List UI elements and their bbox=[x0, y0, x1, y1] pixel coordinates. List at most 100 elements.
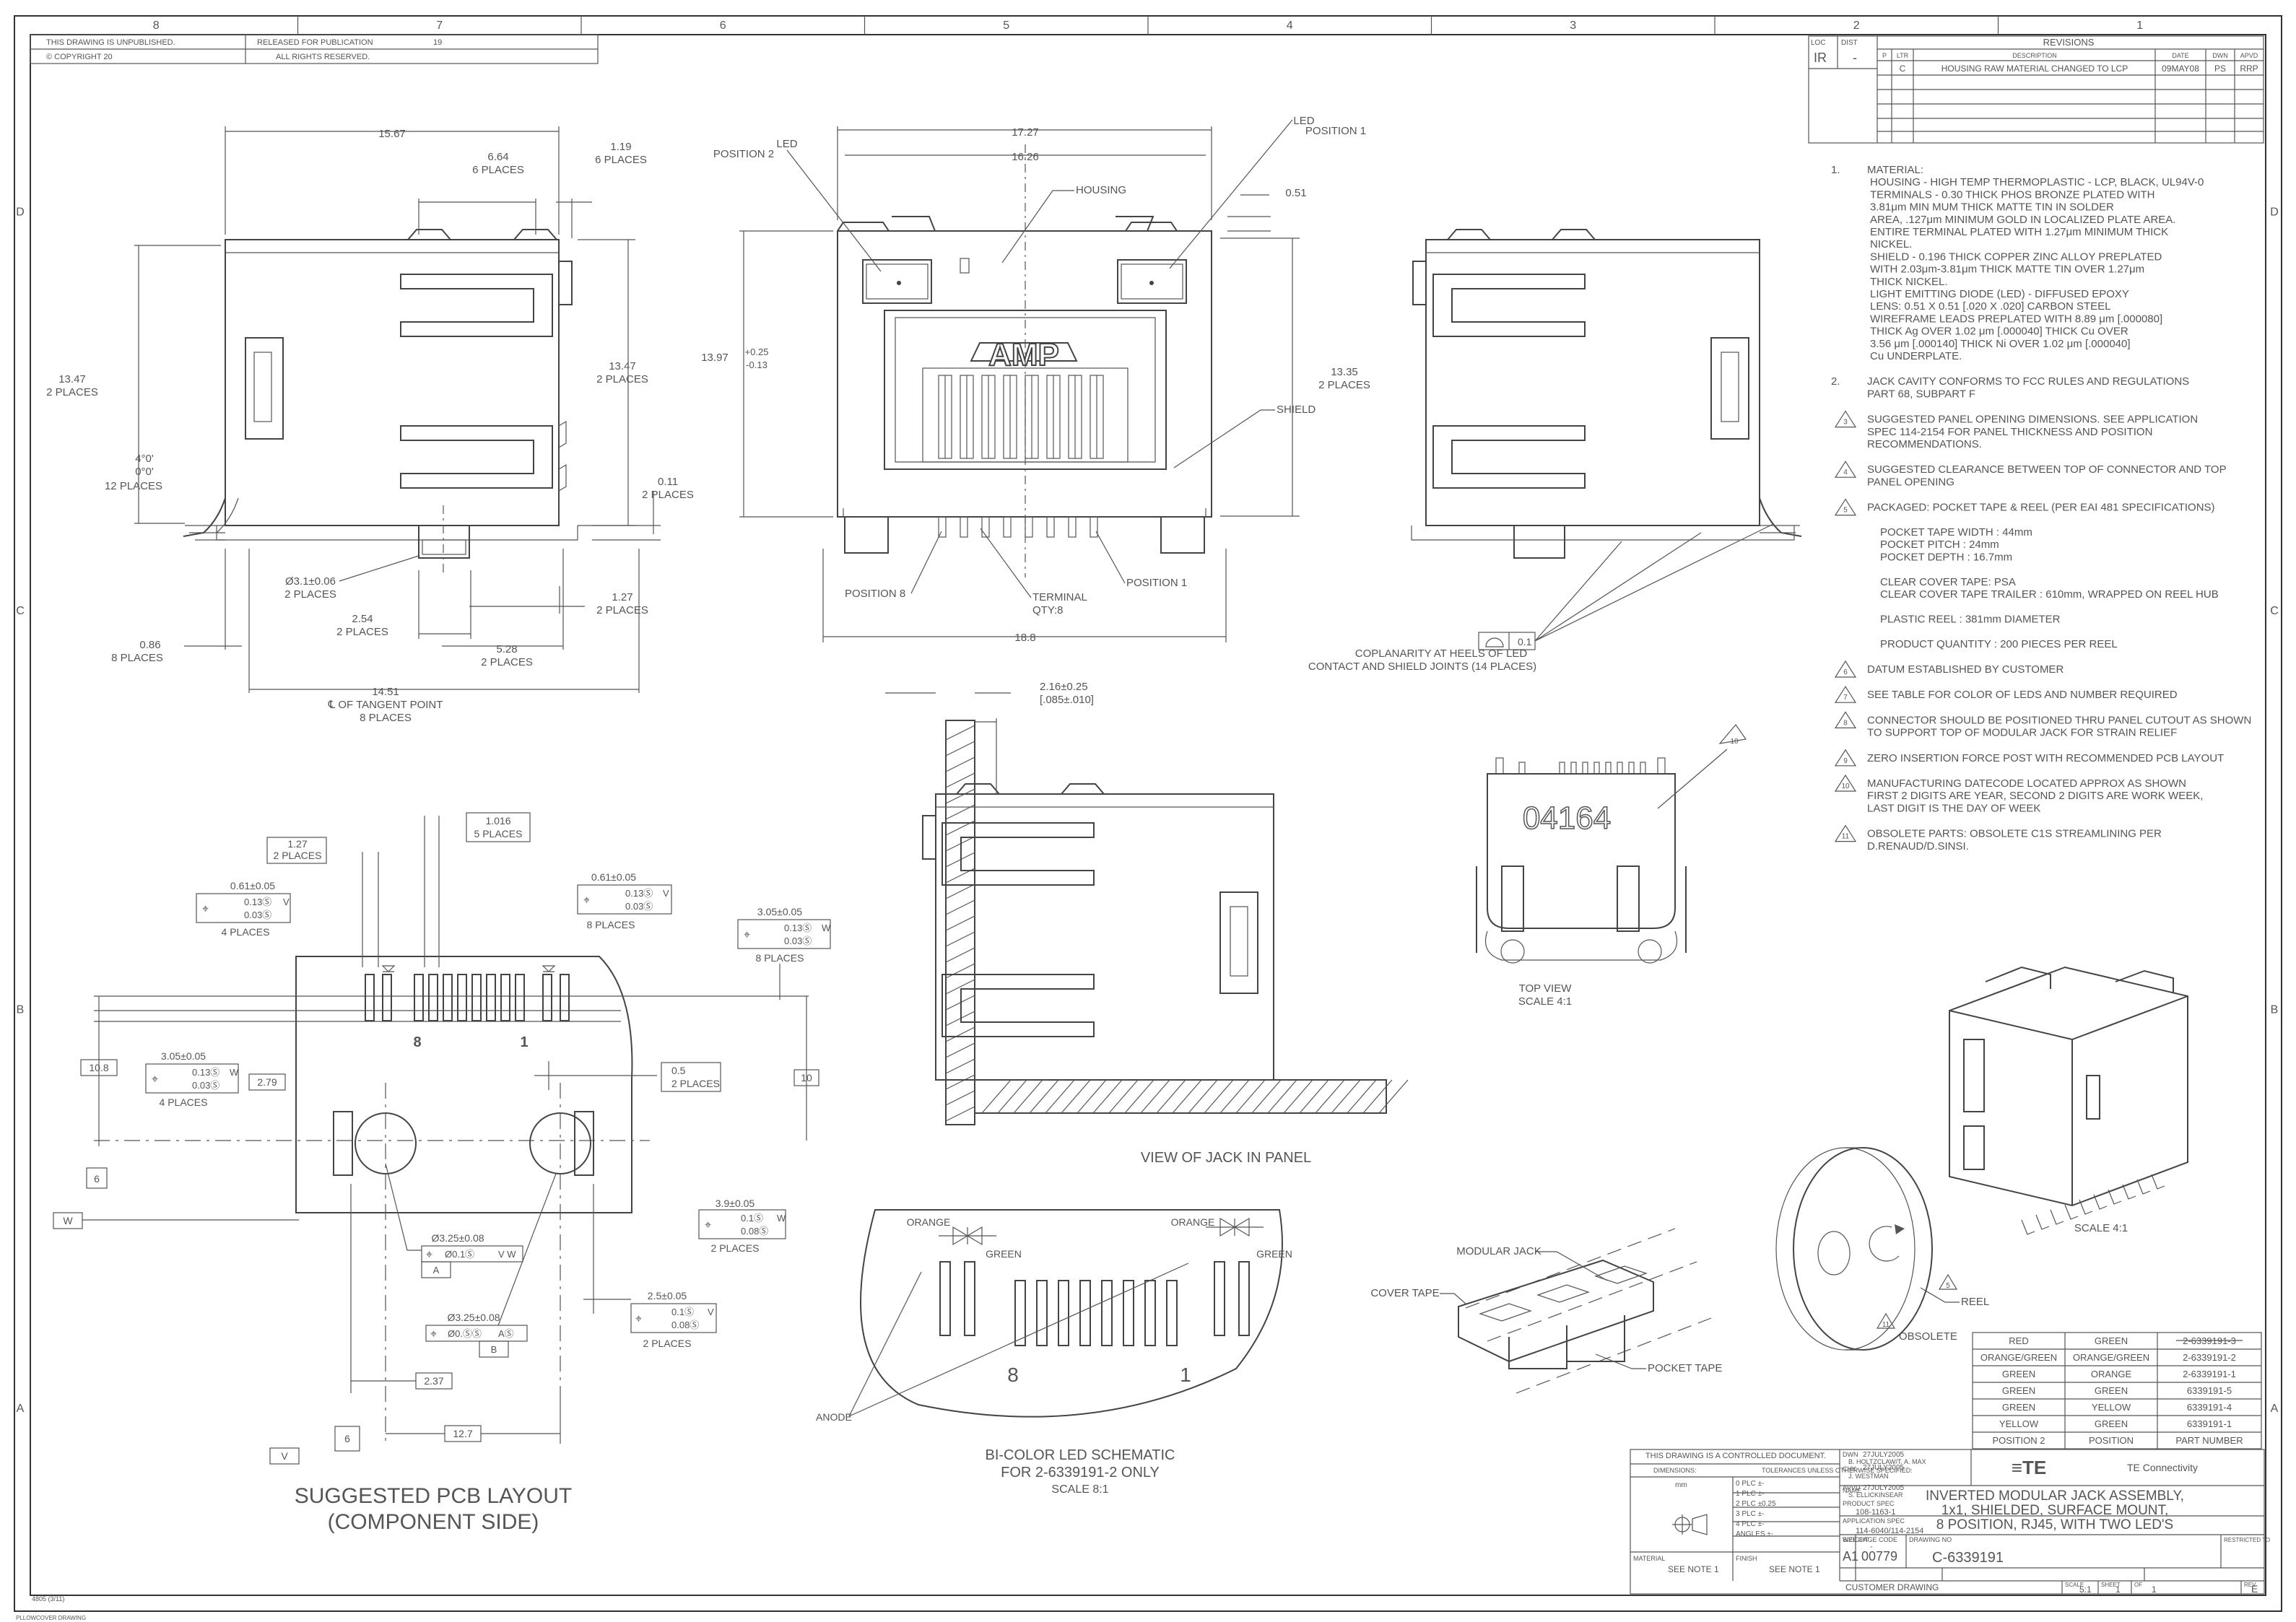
isometric-pins bbox=[2021, 1174, 2165, 1235]
company-name: TE Connectivity bbox=[2127, 1462, 2198, 1473]
dim-13-35: 13.35 bbox=[1331, 366, 1358, 378]
dim-18-8: 18.8 bbox=[1014, 632, 1035, 644]
led-pos1-label-2: POSITION 1 bbox=[1305, 125, 1366, 137]
note-line: LENS: 0.51 X 0.51 [.020 X .020] CARBON S… bbox=[1870, 300, 2111, 313]
zone-row-A-right: A bbox=[2271, 1403, 2279, 1415]
pcb-dim-3-25a-ref: V W bbox=[498, 1249, 516, 1260]
orange-right-label: ORANGE bbox=[1171, 1216, 1215, 1228]
rev-header: DWN bbox=[2212, 52, 2228, 59]
tolerances-label: TOLERANCES UNLESS OTHERWISE SPECIFIED: bbox=[1762, 1467, 1913, 1474]
obsolete-cell: GREEN bbox=[2002, 1369, 2035, 1379]
obsolete-cell: ORANGE/GREEN bbox=[2073, 1352, 2149, 1363]
pcb-position-icon-6: ⌖ bbox=[426, 1249, 432, 1261]
dim-13-47-right: 13.47 bbox=[609, 360, 636, 372]
coplanarity-label-1: COPLANARITY AT HEELS OF LED bbox=[1355, 648, 1528, 660]
obsolete-cell: GREEN bbox=[2002, 1385, 2035, 1396]
dim-2-16-inch: [.085±.010] bbox=[1040, 694, 1094, 706]
of-value: 1 bbox=[2152, 1584, 2157, 1595]
coplanarity-label-2: CONTACT AND SHIELD JOINTS (14 PLACES) bbox=[1308, 660, 1536, 673]
rev-header: P bbox=[1882, 52, 1887, 59]
dim-6-64: 6.64 bbox=[487, 151, 508, 163]
note-line: 3.56 μm [.000140] THICK Ni OVER 1.02 μm … bbox=[1870, 338, 2131, 350]
schem-pin-8: 8 bbox=[1007, 1364, 1019, 1386]
dwn-label: DWN bbox=[1843, 1451, 1858, 1458]
title-block: THIS DRAWING IS A CONTROLLED DOCUMENT. D… bbox=[1630, 1449, 2270, 1595]
scale-label: SCALE bbox=[2065, 1582, 2084, 1588]
pcb-dim-0-61a-places: 4 PLACES bbox=[222, 926, 270, 938]
zone-row-B-right: B bbox=[2271, 1003, 2279, 1016]
note-line: PART 68, SUBPART F bbox=[1867, 388, 1975, 400]
dim-13-47-left-places: 2 PLACES bbox=[46, 386, 98, 398]
led-pos2-label-2: POSITION 2 bbox=[713, 148, 774, 160]
pcb-signal-pads bbox=[365, 974, 570, 1021]
tolerance-lines: 0 PLC ±-1 PLC ±-2 PLC ±0.253 PLC ±-4 PLC… bbox=[1736, 1480, 1776, 1538]
sheet-value: 1 bbox=[2115, 1584, 2121, 1595]
pcb-dim-0-61b-ref: V bbox=[663, 888, 669, 899]
top-view-title: TOP VIEW bbox=[1519, 982, 1573, 995]
note-number: 2. bbox=[1831, 375, 1840, 388]
front-solder-leads bbox=[938, 516, 1098, 538]
dim-angle-places: 12 PLACES bbox=[105, 480, 162, 492]
dim-0-51: 0.51 bbox=[1285, 187, 1306, 199]
pcb-dim-0-61b-places: 8 PLACES bbox=[587, 919, 635, 930]
dist-value: - bbox=[1853, 51, 1857, 65]
note-flag: 9 bbox=[1843, 757, 1848, 765]
zone-col-4: 4 bbox=[1287, 19, 1293, 32]
zone-col-7: 7 bbox=[436, 19, 443, 32]
dim-2-54: 2.54 bbox=[352, 613, 373, 625]
pcb-dim-1-27: 1.27 bbox=[287, 838, 307, 850]
rev-cell: PS bbox=[2214, 64, 2226, 74]
obsolete-cell: POSITION 2 bbox=[1993, 1435, 2045, 1446]
note-line: THICK NICKEL. bbox=[1870, 276, 1948, 288]
dim-13-97-tol-plus: +0.25 bbox=[745, 346, 769, 357]
position-1-label: POSITION 1 bbox=[1126, 577, 1187, 589]
pcb-dim-3-9-tol2: 0.08Ⓢ bbox=[741, 1226, 768, 1237]
note-line: POCKET PITCH : 24mm bbox=[1880, 539, 1999, 551]
coplanarity-value: 0.1 bbox=[1518, 636, 1532, 648]
dim-0-86-places: 8 PLACES bbox=[111, 652, 163, 664]
tolerance-line: 0 PLC ±- bbox=[1736, 1480, 1764, 1488]
dim-15-67: 15.67 bbox=[378, 128, 406, 140]
top-view: 10 04164 TOP VIEW SCALE 4:1 bbox=[1476, 724, 1747, 1008]
pcb-dim-2-5-tol2: 0.08Ⓢ bbox=[671, 1320, 699, 1330]
note-line: SPEC 114-2154 FOR PANEL THICKNESS AND PO… bbox=[1867, 426, 2152, 438]
pcb-dim-3-25b: Ø3.25±0.08 bbox=[447, 1312, 500, 1323]
dim-0-11: 0.11 bbox=[658, 476, 678, 488]
datum-6-pcb-bottom: 6 bbox=[344, 1433, 350, 1444]
note-line: NICKEL. bbox=[1870, 238, 1912, 250]
pcb-dim-2-5: 2.5±0.05 bbox=[648, 1290, 687, 1301]
zone-col-2: 2 bbox=[1853, 19, 1860, 32]
rev-cell: C bbox=[1900, 64, 1906, 74]
dim-3-1-places: 2 PLACES bbox=[284, 588, 336, 601]
pocket-tape-label: POCKET TAPE bbox=[1648, 1362, 1722, 1374]
obsolete-cell: PART NUMBER bbox=[2175, 1435, 2243, 1446]
cover-tape-label: COVER TAPE bbox=[1370, 1287, 1439, 1299]
rev-label: REV bbox=[2244, 1582, 2256, 1588]
terminal-qty-label: QTY:8 bbox=[1032, 604, 1064, 616]
revisions-title: REVISIONS bbox=[2043, 37, 2095, 48]
note-flag: 4 bbox=[1843, 468, 1848, 476]
tolerance-line: 3 PLC ±- bbox=[1736, 1510, 1764, 1518]
released-text: RELEASED FOR PUBLICATION bbox=[257, 38, 373, 47]
position-8-label: POSITION 8 bbox=[845, 588, 905, 600]
schematic-title-1: BI-COLOR LED SCHEMATIC bbox=[986, 1447, 1175, 1463]
pcb-dim-3-9-tol1: 0.1Ⓢ bbox=[741, 1213, 763, 1224]
drawing-number: C-6339191 bbox=[1932, 1550, 2004, 1566]
rev-cell: RRP bbox=[2240, 64, 2258, 74]
note-line: TERMINALS - 0.30 THICK PHOS BRONZE PLATE… bbox=[1870, 188, 2155, 201]
dim-2-54-places: 2 PLACES bbox=[336, 626, 388, 638]
rev-cell: HOUSING RAW MATERIAL CHANGED TO LCP bbox=[1941, 64, 2128, 74]
obsolete-cell: RED bbox=[2009, 1335, 2028, 1346]
pcb-position-icon-1: ⌖ bbox=[202, 903, 209, 915]
revisions-rows: C HOUSING RAW MATERIAL CHANGED TO LCP 09MA… bbox=[1900, 64, 2258, 74]
rev-cell: 09MAY08 bbox=[2162, 64, 2199, 74]
pcb-position-icon-4: ⌖ bbox=[152, 1073, 158, 1086]
size-value: A1 bbox=[1843, 1549, 1858, 1564]
dim-17-27: 17.27 bbox=[1012, 126, 1039, 139]
zone-row-D-right: D bbox=[2270, 206, 2279, 218]
green-left-label: GREEN bbox=[986, 1248, 1022, 1260]
dim-6-64-places: 6 PLACES bbox=[472, 164, 524, 176]
pcb-position-icon-3: ⌖ bbox=[744, 929, 750, 941]
dim-14-51: 14.51 bbox=[372, 686, 399, 698]
note-line: POCKET TAPE WIDTH : 44mm bbox=[1880, 526, 2032, 539]
